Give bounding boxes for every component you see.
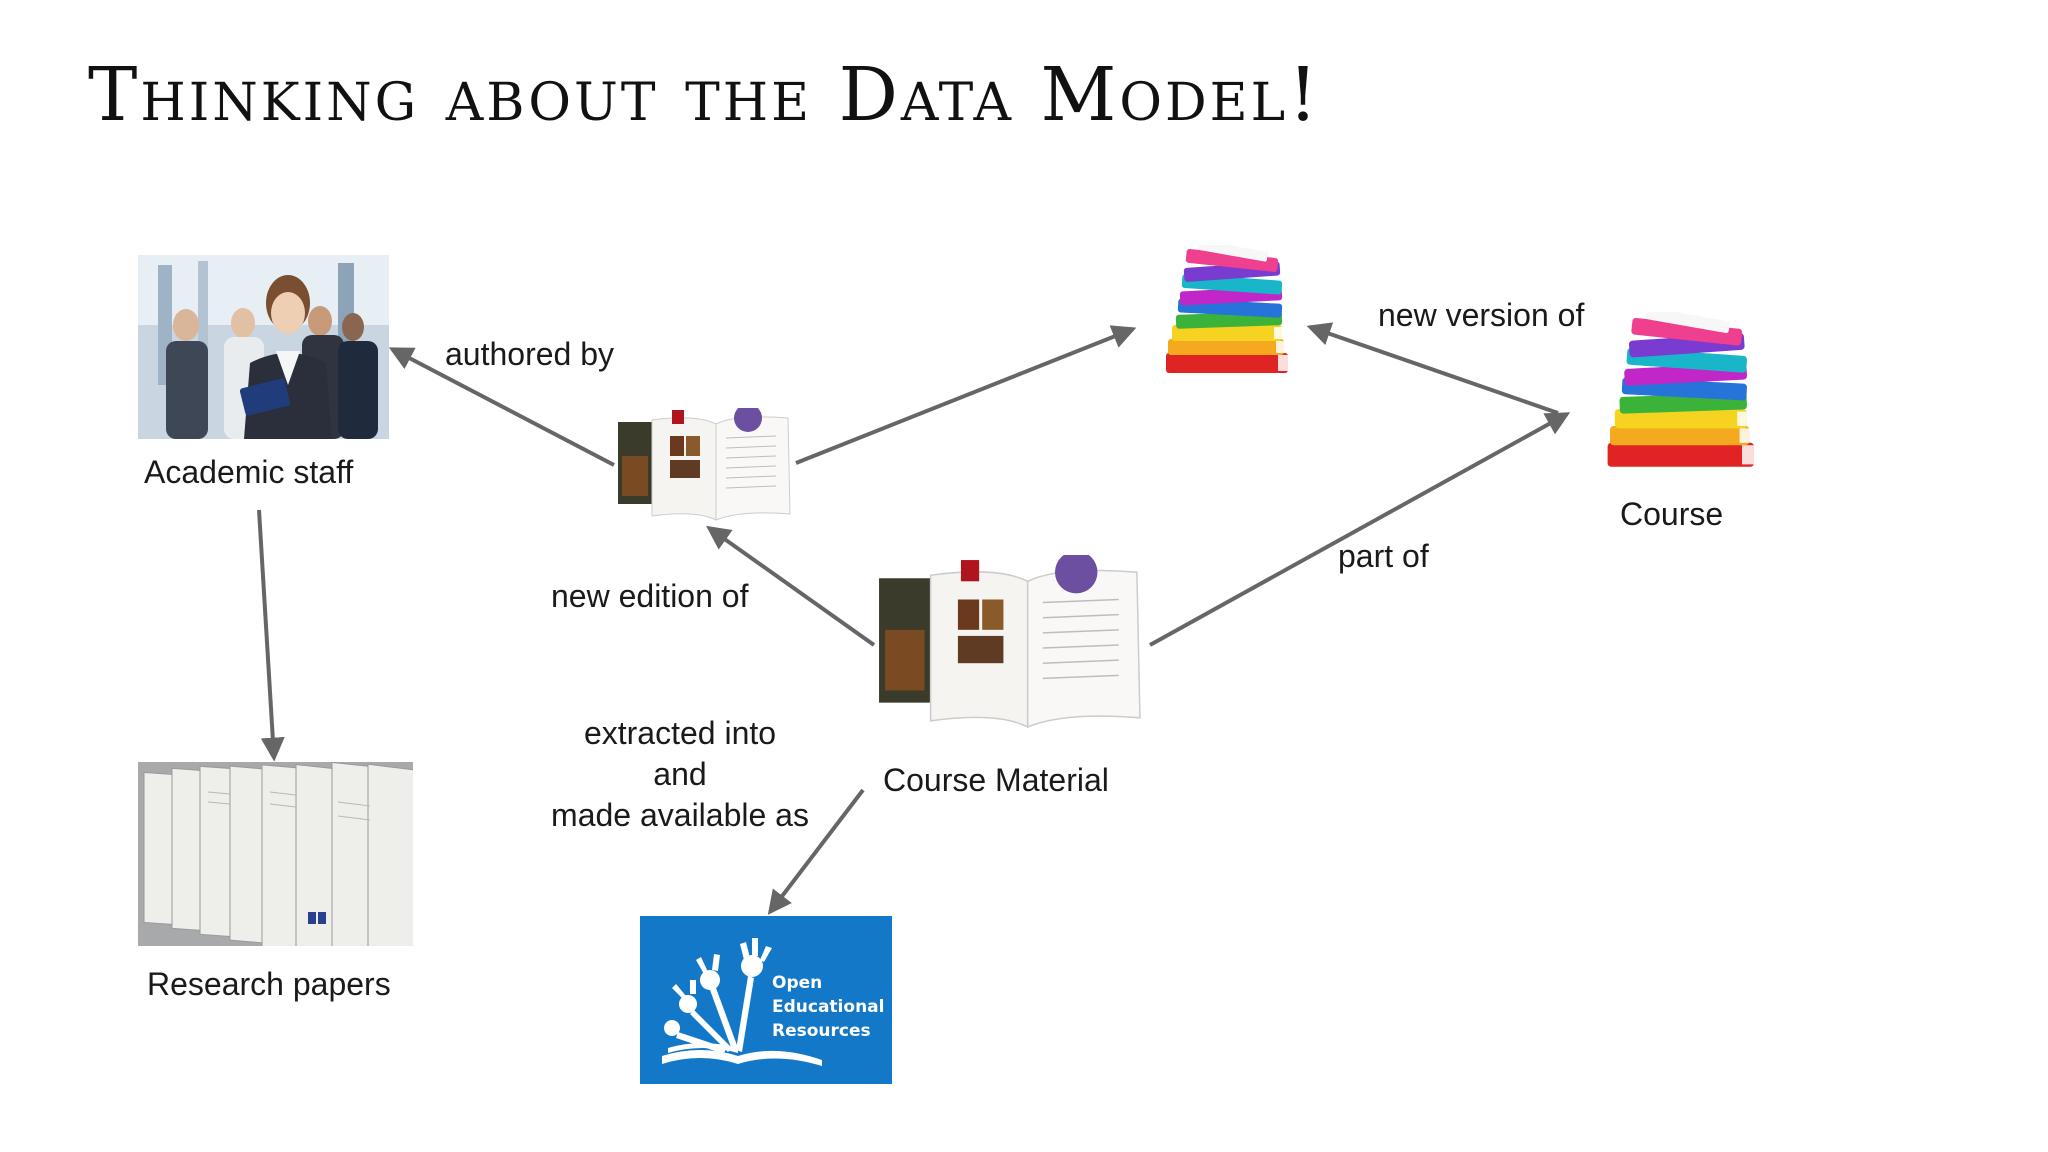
arrow-part-of [1149, 412, 1571, 647]
arrow-edition-to-books [795, 325, 1137, 465]
arrow-staff-to-papers [257, 509, 285, 762]
arrow-extracted-into [767, 788, 865, 915]
arrow-authored-by [388, 347, 615, 467]
course-material-label: Course Material [883, 762, 1109, 798]
extracted-line-1: extracted into [583, 715, 777, 751]
arrow-new-version-of [1306, 322, 1559, 415]
extracted-line-2: and [653, 756, 707, 792]
academic-staff-label: Academic staff [144, 454, 354, 490]
new-edition-of-label: new edition of [551, 578, 749, 614]
slide-title: Thinking about the Data Model! [88, 52, 1321, 138]
course-material-book-icon [879, 555, 1141, 729]
book-stack-icon [1166, 245, 1288, 373]
academic-staff-photo [138, 255, 389, 439]
arrow-new-edition-of [706, 525, 876, 647]
oer-logo-line-1: Open [772, 973, 822, 993]
new-version-of-label: new version of [1378, 297, 1585, 333]
course-book-stack-icon [1607, 312, 1754, 467]
research-papers-photo [138, 762, 413, 946]
oer-logo-line-3: Resources [772, 1021, 871, 1041]
part-of-label: part of [1338, 538, 1429, 574]
course-label: Course [1620, 496, 1724, 532]
course-book-small-icon [618, 408, 791, 521]
oer-logo-line-2: Educational [772, 997, 884, 1017]
oer-logo: Open Educational Resources [640, 916, 892, 1084]
extracted-line-3: made available as [551, 797, 809, 833]
authored-by-label: authored by [445, 336, 615, 372]
extracted-into-label: extracted into and made available as [530, 713, 830, 836]
research-papers-label: Research papers [147, 966, 391, 1002]
